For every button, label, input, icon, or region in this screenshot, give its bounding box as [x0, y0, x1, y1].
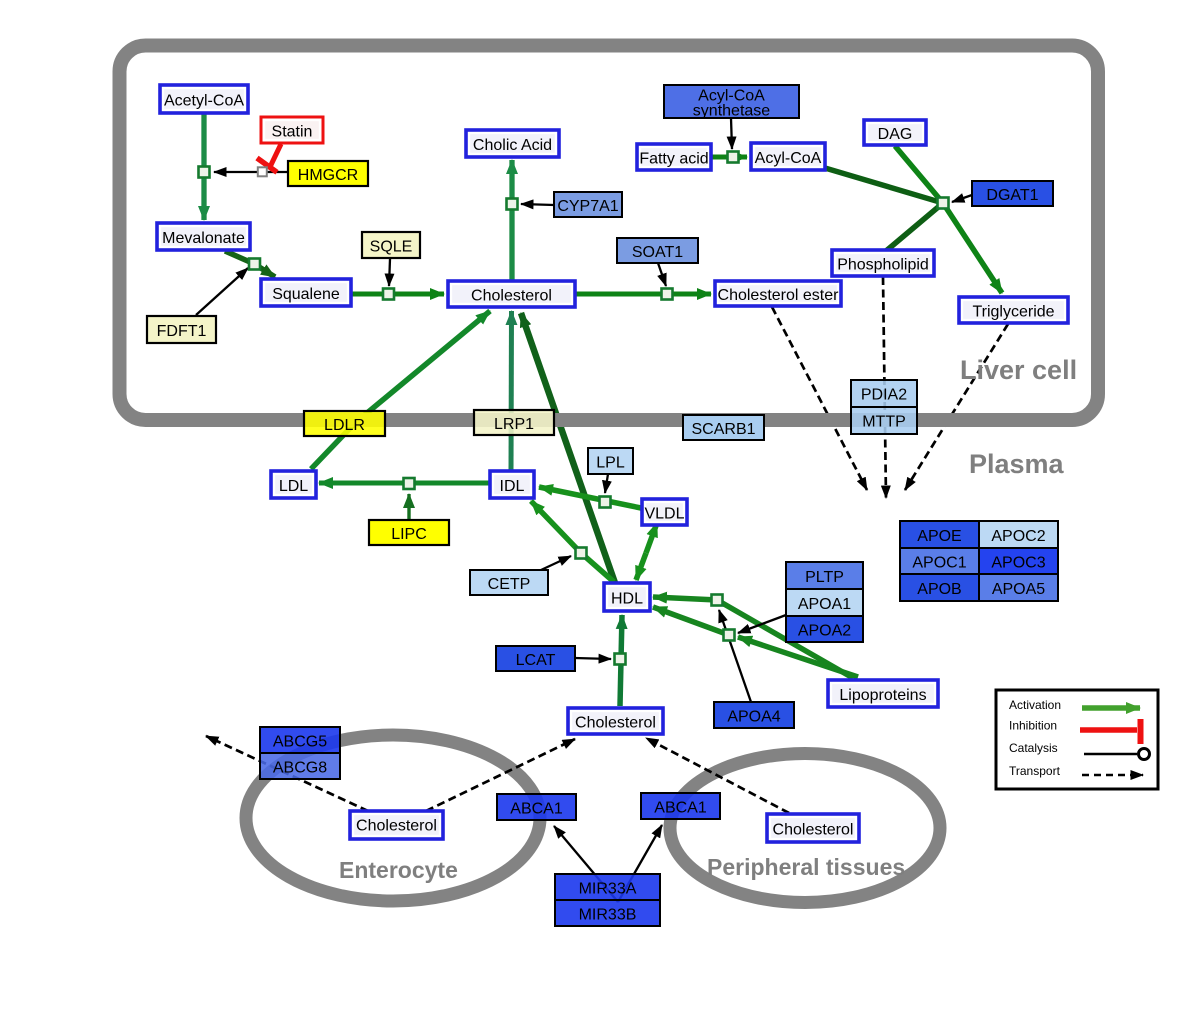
svg-text:Statin: Statin: [272, 124, 313, 141]
svg-text:Phospholipid: Phospholipid: [837, 257, 929, 274]
svg-text:LCAT: LCAT: [516, 652, 556, 669]
svg-text:Liver cell: Liver cell: [960, 355, 1077, 385]
svg-text:IDL: IDL: [500, 478, 525, 495]
svg-text:MTTP: MTTP: [862, 414, 906, 431]
svg-text:synthetase: synthetase: [693, 103, 770, 120]
svg-text:SQLE: SQLE: [370, 238, 413, 255]
svg-text:DGAT1: DGAT1: [986, 187, 1038, 204]
svg-text:Acyl-CoA: Acyl-CoA: [698, 88, 765, 105]
svg-text:HDL: HDL: [611, 591, 643, 608]
svg-text:Catalysis: Catalysis: [1009, 741, 1058, 755]
svg-text:APOA4: APOA4: [727, 708, 780, 725]
svg-text:CYP7A1: CYP7A1: [557, 198, 618, 215]
svg-text:APOC1: APOC1: [912, 554, 966, 571]
svg-text:Lipoproteins: Lipoproteins: [839, 687, 926, 704]
svg-text:Peripheral tissues: Peripheral tissues: [707, 854, 905, 880]
svg-text:SCARB1: SCARB1: [691, 421, 755, 438]
svg-text:LRP1: LRP1: [494, 416, 534, 433]
svg-text:APOA2: APOA2: [798, 622, 851, 639]
svg-text:Squalene: Squalene: [272, 286, 340, 303]
svg-text:Plasma: Plasma: [969, 449, 1065, 479]
svg-text:Enterocyte: Enterocyte: [339, 857, 458, 883]
svg-text:PLTP: PLTP: [805, 569, 844, 586]
svg-text:APOA1: APOA1: [798, 596, 851, 613]
svg-text:MIR33A: MIR33A: [579, 880, 637, 897]
svg-text:HMGCR: HMGCR: [298, 167, 358, 184]
svg-text:APOB: APOB: [917, 581, 961, 598]
svg-text:LIPC: LIPC: [391, 526, 427, 543]
svg-text:Fatty acid: Fatty acid: [639, 151, 708, 168]
svg-text:APOA5: APOA5: [992, 581, 1045, 598]
svg-text:Acyl-CoA: Acyl-CoA: [755, 150, 822, 167]
svg-text:Cholesterol ester: Cholesterol ester: [718, 287, 840, 304]
svg-text:DAG: DAG: [878, 126, 913, 143]
svg-text:SOAT1: SOAT1: [632, 244, 683, 261]
svg-text:LDL: LDL: [279, 478, 308, 495]
svg-text:ABCA1: ABCA1: [510, 800, 563, 817]
svg-text:ABCG8: ABCG8: [273, 759, 327, 776]
svg-text:Cholesterol: Cholesterol: [471, 288, 552, 305]
svg-text:Cholic Acid: Cholic Acid: [473, 137, 552, 154]
svg-text:VLDL: VLDL: [644, 506, 684, 523]
svg-text:Acetyl-CoA: Acetyl-CoA: [164, 93, 244, 110]
svg-text:MIR33B: MIR33B: [579, 906, 637, 923]
svg-text:Cholesterol: Cholesterol: [356, 818, 437, 835]
svg-text:CETP: CETP: [488, 576, 531, 593]
svg-text:APOE: APOE: [917, 528, 961, 545]
svg-text:Transport: Transport: [1009, 764, 1061, 778]
svg-text:LDLR: LDLR: [324, 417, 365, 434]
svg-text:Triglyceride: Triglyceride: [972, 304, 1054, 321]
svg-text:PDIA2: PDIA2: [861, 387, 907, 404]
svg-text:Activation: Activation: [1009, 698, 1061, 712]
svg-text:APOC2: APOC2: [991, 528, 1045, 545]
svg-text:Mevalonate: Mevalonate: [162, 230, 245, 247]
svg-text:Cholesterol: Cholesterol: [575, 715, 656, 732]
svg-text:FDFT1: FDFT1: [157, 323, 207, 340]
svg-text:LPL: LPL: [596, 454, 625, 471]
svg-text:ABCA1: ABCA1: [654, 799, 707, 816]
svg-text:ABCG5: ABCG5: [273, 733, 327, 750]
svg-text:Inhibition: Inhibition: [1009, 719, 1057, 733]
svg-text:Cholesterol: Cholesterol: [773, 822, 854, 839]
svg-text:APOC3: APOC3: [991, 554, 1045, 571]
